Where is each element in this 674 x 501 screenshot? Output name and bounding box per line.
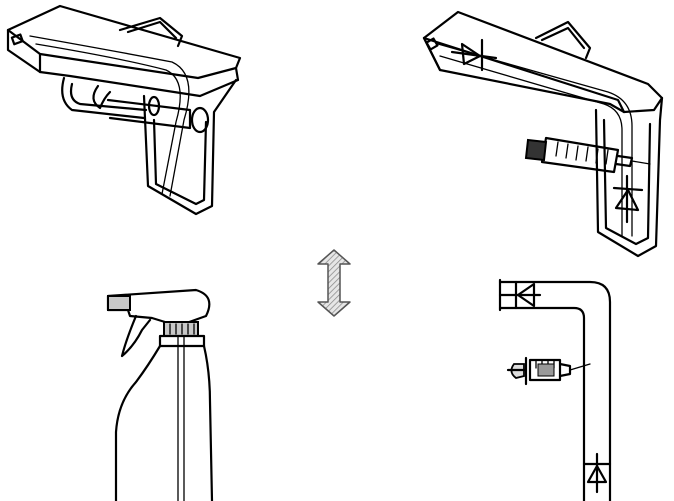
double-arrow (312, 248, 356, 318)
spray-bottle-figure (100, 282, 220, 501)
pipe-schematic-figure (494, 268, 674, 501)
valve-bottom-icon (614, 176, 642, 222)
water-gun-valve-schematic-icon (418, 0, 674, 260)
pipe-valve-schematic-icon (494, 268, 674, 501)
valve-vertical-icon (584, 454, 610, 492)
spray-bottle-icon (100, 282, 220, 501)
water-gun-icon (0, 0, 250, 220)
syringe-icon (508, 358, 590, 384)
double-arrow-icon (312, 248, 356, 318)
valve-horizontal-icon (500, 282, 540, 308)
gun-schematic-figure (418, 0, 674, 260)
water-gun-figure (0, 0, 250, 220)
